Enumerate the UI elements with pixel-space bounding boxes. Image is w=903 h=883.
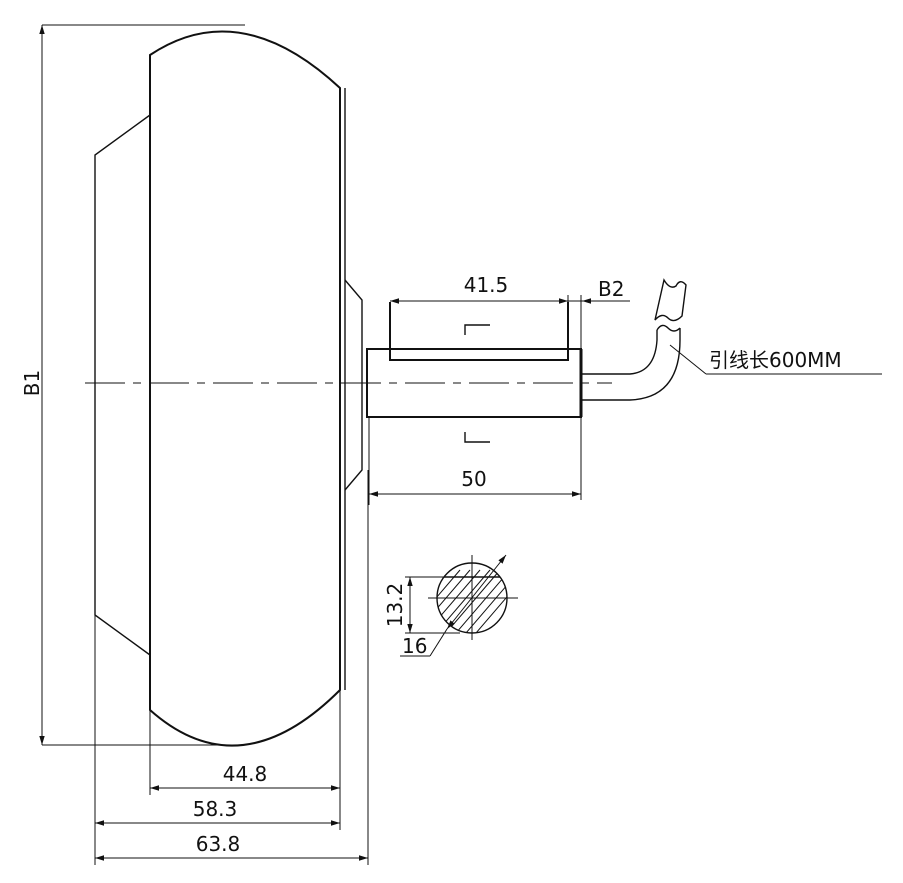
dim-shaft-length: 50: [368, 417, 582, 505]
cable: [581, 278, 687, 401]
b1-label: B1: [20, 370, 44, 396]
hub-width-label: 58.3: [193, 797, 238, 821]
shaft: [366, 302, 583, 443]
keyway-length-label: 41.5: [464, 273, 509, 297]
shaft-length-label: 50: [461, 467, 486, 491]
hub-body: [94, 30, 363, 747]
dim-keyway: 41.5 B2: [390, 273, 630, 349]
cable-length-label: 引线长600MM: [709, 348, 842, 372]
dim-b1: B1: [20, 24, 245, 746]
cable-note: 引线长600MM: [669, 344, 882, 375]
b2-label: B2: [598, 277, 624, 301]
overall-width-label: 63.8: [196, 832, 241, 856]
dim-bottom: 44.8 58.3 63.8: [94, 470, 369, 865]
shaft-diameter-label: 16: [402, 634, 427, 658]
shaft-section: 13.2 16: [383, 554, 518, 658]
flat-width-label: 13.2: [383, 583, 407, 628]
tire-width-label: 44.8: [223, 762, 268, 786]
